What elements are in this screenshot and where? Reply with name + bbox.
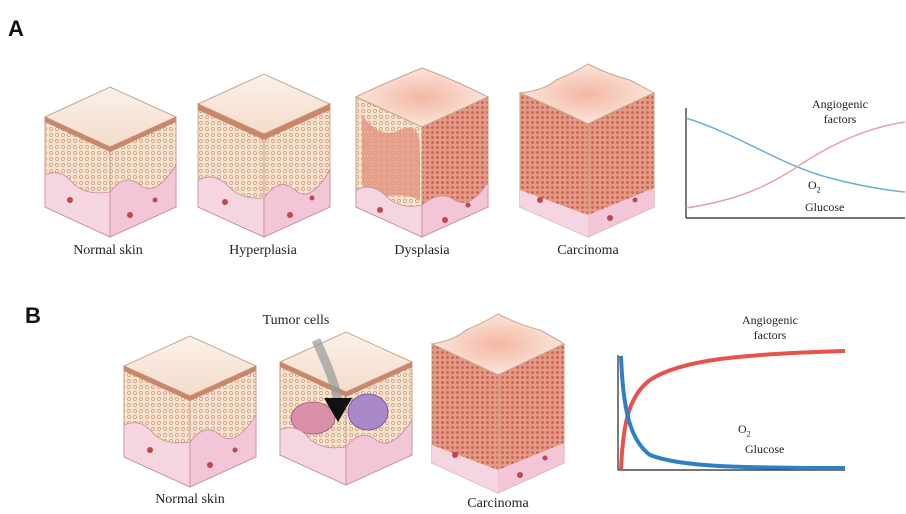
graph-b-o2-curve xyxy=(621,356,845,468)
graph-b xyxy=(618,351,845,470)
caption-carcinoma-b: Carcinoma xyxy=(428,496,568,512)
graph-a-o2-label: O2 xyxy=(808,178,838,197)
caption-carcinoma-a: Carcinoma xyxy=(518,243,658,259)
graph-a-angiogenic-label: Angiogenic factors xyxy=(800,97,880,127)
block-tumor-cells xyxy=(280,332,412,485)
block-hyperplasia xyxy=(198,74,330,237)
tumor-cells-label: Tumor cells xyxy=(246,313,346,328)
caption-hyperplasia: Hyperplasia xyxy=(193,243,333,259)
block-normal-skin-b xyxy=(124,336,256,487)
caption-normal-skin-b: Normal skin xyxy=(120,492,260,508)
panel-b-letter: B xyxy=(25,303,41,329)
graph-a-glucose-label: Glucose xyxy=(805,200,865,215)
block-carcinoma-b xyxy=(432,314,564,493)
graph-a-angiogenic-curve xyxy=(686,122,905,208)
caption-dysplasia: Dysplasia xyxy=(352,243,492,259)
caption-normal-skin-a: Normal skin xyxy=(38,243,178,259)
block-carcinoma-a xyxy=(520,64,654,237)
graph-b-angiogenic-label: Angiogenic factors xyxy=(730,313,810,343)
graph-b-glucose-label: Glucose xyxy=(745,442,805,457)
panel-a-letter: A xyxy=(8,16,24,42)
block-normal-skin-a xyxy=(45,87,176,237)
tumor-cluster-right xyxy=(348,394,388,430)
graph-b-o2-label: O2 xyxy=(738,422,768,441)
block-dysplasia xyxy=(356,68,488,237)
graph-b-angiogenic-curve xyxy=(621,351,845,470)
